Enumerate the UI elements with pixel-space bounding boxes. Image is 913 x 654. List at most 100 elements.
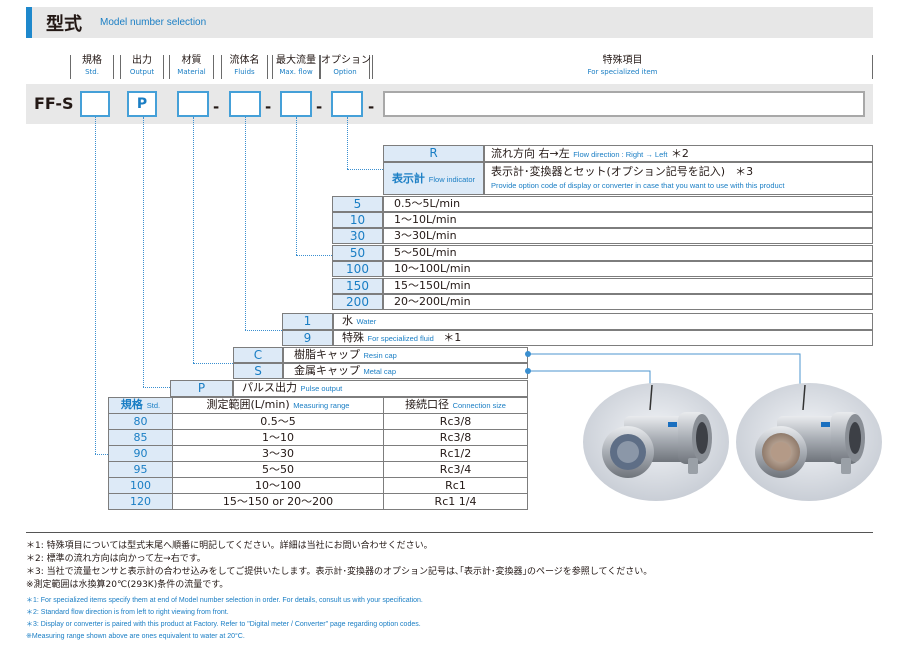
std-cell: 80 [108,413,173,430]
header-max-flow-jp: 最大流量 [276,55,316,66]
option-r-desc-en: Flow direction : Right → Left [573,150,668,159]
connector-output [143,117,144,387]
notes-divider [26,532,873,533]
conn-cell: Rc3/8 [383,429,528,446]
fluid-code-box [229,91,261,117]
max-flow-code-box [280,91,312,117]
material-row-resin: 樹脂キャップ Resin cap [283,347,528,363]
output-code-box: P [127,91,157,117]
conn-cell: Rc3/4 [383,461,528,478]
std-cell: 95 [108,461,173,478]
output-code-pulse: P [170,380,233,397]
header-material: 材質 Material [169,55,214,79]
header-material-jp: 材質 [181,55,202,66]
material-metal-en: Metal cap [363,367,397,376]
option-row-r: 流れ方向 右→左 Flow direction : Right → Left ＊… [484,145,873,162]
material-resin-en: Resin cap [363,351,397,360]
header-std: 規格 Std. [70,55,114,79]
range-header-en: Measuring range [293,401,350,410]
option-row-indicator: 表示計･変換器とセット(オプション記号を記入)＊3 Provide option… [484,162,873,195]
note-en-3: ＊3: Display or converter is paired with … [26,621,421,628]
fluid-row-water: 水 Water [333,313,873,330]
header-option-jp: オプション [321,55,371,66]
fluid-special-note: ＊1 [443,331,462,344]
separator-dash: - [316,98,323,116]
option-r-desc: 流れ方向 右→左 [491,147,570,160]
std-cell: 120 [108,493,173,510]
max-flow-code: 50 [332,245,383,261]
note-jp-1: ＊1: 特殊項目については型式末尾へ順番に明記してください。詳細は当社にお問い合… [26,541,433,551]
max-flow-desc: 1～10L/min [383,212,873,228]
connector-option [347,169,383,170]
option-code-box [331,91,363,117]
connector-output [143,387,170,388]
indicator-label-en: Flow indicator [428,175,476,184]
separator-dash: - [368,98,375,116]
conn-cell: Rc3/8 [383,413,528,430]
material-resin-jp: 樹脂キャップ [294,348,360,361]
note-en-2: ＊2: Standard flow direction is from left… [26,609,229,616]
std-cell: 100 [108,477,173,494]
note-en-4: ※Measuring range shown above are ones eq… [26,633,245,640]
fluid-water-en: Water [356,317,377,326]
max-flow-code: 5 [332,196,383,212]
max-flow-code: 150 [332,278,383,294]
header-output-en: Output [129,68,155,76]
connector-max-flow [296,117,297,255]
connector-material [193,363,233,364]
std-table-header: 規格 Std. 測定範囲(L/min) Measuring range 接続口径… [108,397,528,414]
conn-cell: Rc1/2 [383,445,528,462]
separator-dash: - [265,98,272,116]
header-special-en: For specialized item [587,68,658,76]
flow-sensor-resin-cap-photo [583,383,729,501]
max-flow-desc: 15～150L/min [383,278,873,294]
max-flow-code: 200 [332,294,383,310]
model-prefix: FF-S [34,94,74,113]
header-output-jp: 出力 [132,55,152,66]
output-pulse-en: Pulse output [300,384,343,393]
connector-max-flow [296,255,332,256]
max-flow-desc: 5～50L/min [383,245,873,261]
page-title-en: Model number selection [100,17,207,28]
max-flow-desc: 0.5～5L/min [383,196,873,212]
material-metal-jp: 金属キャップ [294,364,360,377]
indicator-note: ＊3 [735,165,754,178]
output-pulse-jp: パルス出力 [242,381,297,394]
header-fluids-jp: 流体名 [229,55,260,66]
material-code-box [177,91,209,117]
std-cell: 90 [108,445,173,462]
max-flow-desc: 3～30L/min [383,228,873,244]
connector-fluids [245,117,246,330]
note-en-1: ＊1: For specialized items specify them a… [26,597,423,604]
range-cell: 5～50 [172,461,384,478]
fluid-special-jp: 特殊 [342,331,364,344]
connector-std [95,117,96,454]
header-output: 出力 Output [120,55,164,79]
std-table: 規格 Std. 測定範囲(L/min) Measuring range 接続口径… [108,397,528,510]
max-flow-code: 10 [332,212,383,228]
header-max-flow: 最大流量 Max. flow [272,55,320,79]
material-code-metal: S [233,363,283,379]
special-item-box [383,91,865,117]
range-cell: 0.5～5 [172,413,384,430]
range-cell: 3～30 [172,445,384,462]
material-code-resin: C [233,347,283,363]
max-flow-desc: 10～100L/min [383,261,873,277]
conn-cell: Rc1 [383,477,528,494]
option-indicator-label: 表示計 Flow indicator [383,162,484,195]
std-header-en: Std. [146,401,161,410]
fluid-code-special: 9 [282,330,333,346]
connector-option [347,117,348,169]
indicator-label-jp: 表示計 [391,172,425,185]
fluid-row-special: 特殊 For specialized fluid ＊1 [333,330,873,346]
header-option: オプション Option [320,55,371,79]
fluid-water-jp: 水 [342,314,353,327]
title-accent [26,7,32,38]
connector-std [95,454,108,455]
header-fluids-en: Fluids [234,68,255,76]
